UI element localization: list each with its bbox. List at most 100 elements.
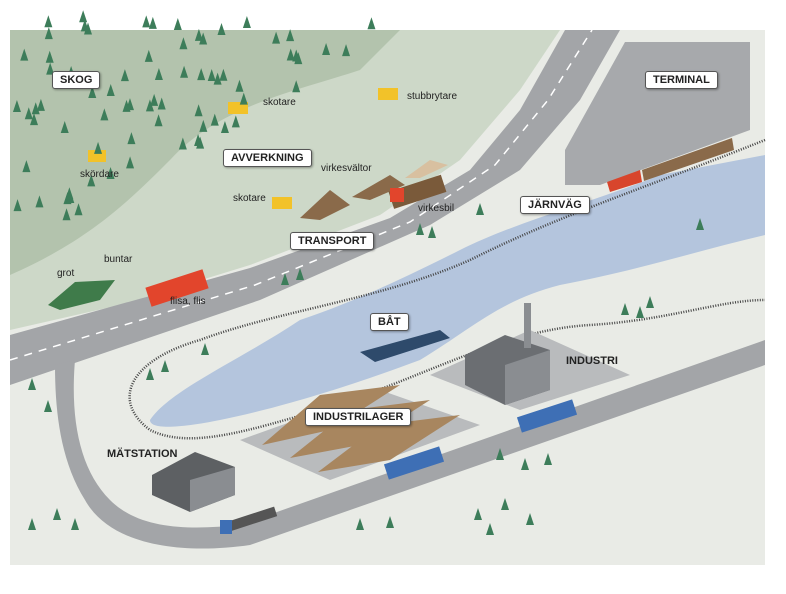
tree	[296, 268, 304, 280]
label-jarnvag: JÄRNVÄG	[520, 196, 590, 214]
tree	[173, 17, 182, 30]
tree	[88, 86, 97, 99]
tree	[87, 174, 96, 187]
tree	[144, 49, 153, 62]
label-virkesvaltor: virkesvältor	[321, 163, 372, 174]
tree	[84, 22, 93, 35]
tree	[272, 31, 281, 44]
tree	[44, 400, 52, 412]
tree	[220, 121, 229, 134]
tree	[126, 156, 135, 169]
tree	[145, 99, 154, 112]
forest-area	[10, 30, 400, 275]
boat	[360, 330, 450, 362]
tree	[696, 218, 704, 230]
tree	[62, 208, 71, 221]
tree	[356, 518, 364, 530]
tree	[125, 98, 134, 111]
tree	[74, 203, 83, 216]
tree	[24, 107, 33, 120]
tree	[428, 226, 436, 238]
tree	[120, 69, 129, 82]
tree	[342, 44, 351, 57]
tree	[199, 119, 208, 132]
tree	[294, 52, 303, 65]
tree	[621, 303, 629, 315]
tree	[281, 273, 289, 285]
tree	[646, 296, 654, 308]
road-centerline	[9, 29, 593, 361]
tree	[194, 133, 203, 146]
tree	[80, 19, 89, 32]
tree	[148, 16, 157, 29]
tree	[13, 199, 22, 212]
tree	[31, 102, 40, 115]
tree	[239, 92, 248, 105]
tree	[501, 498, 509, 510]
label-skotare-mid: skotare	[233, 193, 266, 204]
tree	[65, 187, 74, 200]
tree	[20, 48, 29, 61]
tree	[161, 360, 169, 372]
tree	[219, 68, 228, 81]
tree	[30, 113, 39, 126]
tree	[197, 68, 206, 81]
tree	[127, 132, 136, 145]
tree	[231, 115, 240, 128]
label-skordare: skördare	[80, 169, 119, 180]
tree	[22, 160, 31, 173]
tree	[242, 16, 251, 29]
train	[607, 138, 734, 192]
matstation-building	[152, 452, 235, 512]
tree	[28, 378, 36, 390]
tree	[201, 343, 209, 355]
label-industrilager: INDUSTRILAGER	[305, 408, 412, 426]
tree	[142, 15, 151, 28]
label-stubbrytare: stubbrytare	[407, 91, 458, 102]
tree	[207, 69, 216, 82]
tree	[496, 448, 504, 460]
tree	[45, 50, 54, 63]
tree	[44, 15, 53, 28]
label-transport: TRANSPORT	[290, 232, 375, 250]
tree	[476, 203, 484, 215]
tree	[210, 113, 219, 126]
tree	[322, 42, 331, 55]
tree	[154, 114, 163, 127]
grot-pile	[48, 280, 115, 310]
tree	[12, 99, 21, 112]
tree	[474, 508, 482, 520]
tree	[636, 306, 644, 318]
tree	[79, 10, 88, 23]
tree	[60, 121, 69, 134]
tree	[292, 80, 301, 93]
tree	[146, 368, 154, 380]
trees	[12, 10, 704, 535]
tree	[28, 518, 36, 530]
trucks	[145, 174, 578, 534]
tree	[367, 17, 376, 30]
tree	[486, 523, 494, 535]
tree	[526, 513, 534, 525]
tree	[194, 28, 203, 41]
label-skotare-top: skotare	[263, 97, 296, 108]
tree	[544, 453, 552, 465]
label-grot: grot	[57, 268, 75, 279]
label-terminal: TERMINAL	[645, 71, 718, 89]
industry-building	[465, 303, 550, 405]
river	[150, 155, 765, 427]
tree	[100, 108, 109, 121]
tree	[35, 195, 44, 208]
tree	[194, 104, 203, 117]
tree	[286, 29, 295, 42]
label-skog: SKOG	[52, 71, 101, 89]
tree	[386, 516, 394, 528]
tree	[416, 223, 424, 235]
tree	[178, 137, 187, 150]
label-avverkning: AVVERKNING	[223, 149, 312, 167]
label-buntar: buntar	[104, 254, 133, 265]
tree	[36, 98, 45, 111]
label-industri: INDUSTRI	[566, 355, 618, 367]
access-road	[55, 340, 765, 549]
